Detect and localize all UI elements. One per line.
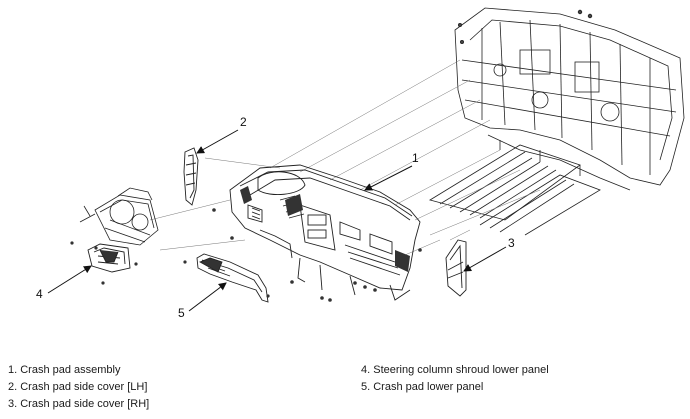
steering-fasteners	[70, 241, 138, 285]
crash-pad-assembly	[229, 164, 421, 301]
leader-line-1	[364, 165, 413, 191]
legend-item-3: 3. Crash pad side cover [RH]	[8, 398, 150, 410]
crash-pad-side-cover-rh	[445, 239, 467, 297]
callout-4: 4	[36, 287, 43, 301]
callout-2: 2	[240, 115, 247, 129]
legend-item-5: 5. Crash pad lower panel	[361, 381, 484, 393]
crash-pad-side-cover-lh	[183, 147, 199, 206]
callout-3: 3	[508, 236, 515, 250]
steering-column-assembly	[79, 187, 159, 246]
legend-item-4: 4. Steering column shroud lower panel	[361, 364, 549, 376]
callout-1: 1	[412, 151, 419, 165]
legend-item-2: 2. Crash pad side cover [LH]	[8, 381, 148, 393]
callout-5: 5	[178, 306, 185, 320]
leader-line-2	[196, 129, 239, 154]
crash-pad-lower-panel	[196, 253, 269, 303]
alignment-lines	[149, 59, 541, 256]
leader-line-3	[463, 246, 507, 272]
exploded-parts-diagram: 1 2 3 4 5	[36, 7, 685, 320]
lower-panel-fasteners	[183, 260, 270, 298]
fastener-screws	[457, 9, 593, 45]
leader-line-4	[47, 265, 92, 294]
vehicle-body-frame	[428, 7, 685, 236]
steering-column-shroud-lower-panel	[87, 243, 131, 273]
crash-pad-fasteners	[212, 208, 422, 302]
leader-line-5	[188, 282, 227, 312]
legend-item-1: 1. Crash pad assembly	[8, 364, 121, 376]
leader-lines	[47, 129, 507, 312]
